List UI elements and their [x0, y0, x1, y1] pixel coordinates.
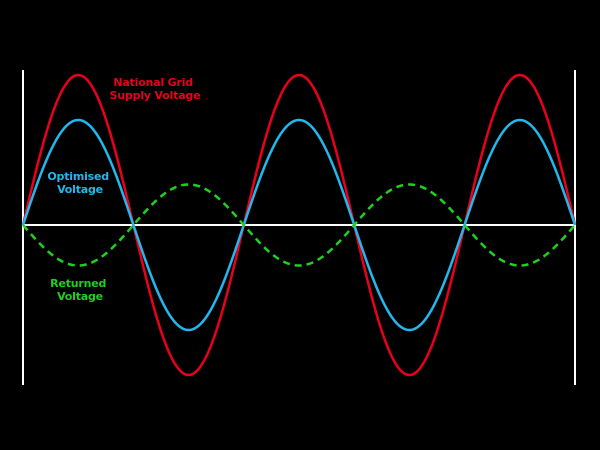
supply-voltage-label: National Grid Supply Voltage: [110, 76, 201, 102]
optimised-voltage-label-line-2: Voltage: [57, 183, 103, 196]
optimised-voltage-wave: [21, 118, 577, 332]
returned-voltage-label-line-2: Voltage: [57, 290, 103, 303]
supply-voltage-label-line-1: National Grid: [113, 76, 193, 89]
optimised-voltage-label-line-1: Optimised: [47, 170, 109, 183]
series-layer: [21, 73, 577, 377]
returned-voltage-label: Returned Voltage: [50, 277, 110, 303]
optimised-voltage-label: Optimised Voltage: [47, 170, 112, 196]
supply-voltage-wave: [21, 73, 577, 377]
returned-voltage-wave: [22, 183, 576, 267]
returned-voltage-label-line-1: Returned: [50, 277, 106, 290]
supply-voltage-label-line-2: Supply Voltage: [110, 89, 201, 102]
